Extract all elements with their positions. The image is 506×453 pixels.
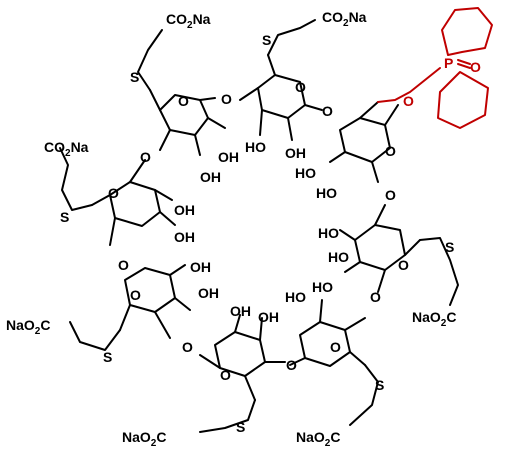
label-co2na-3: CO2Na (44, 139, 89, 159)
label-s-4: S (445, 239, 454, 255)
label-oh-16: HO (312, 279, 333, 295)
label-o-9: O (398, 257, 409, 273)
label-o-2: O (221, 91, 232, 107)
bonds-black (59, 19, 459, 433)
label-s-7: S (375, 377, 384, 393)
label-s-2: S (262, 32, 271, 48)
label-oh-4: OH (285, 145, 306, 161)
label-oh-3: HO (245, 139, 266, 155)
label-o-7: O (108, 185, 119, 201)
label-phosphoryl-o: O (470, 59, 481, 75)
phosphine-oxide-group (377, 7, 493, 129)
label-oh-1: OH (218, 149, 239, 165)
atom-labels: CO2Na CO2Na CO2Na NaO2C NaO2C NaO2C NaO2… (6, 9, 481, 449)
label-o-16: O (330, 339, 341, 355)
label-s-6: S (236, 419, 245, 435)
label-o-3: O (295, 79, 306, 95)
label-nao2c-2: NaO2C (412, 309, 456, 329)
label-nao2c-1: NaO2C (6, 317, 50, 337)
label-oh-7: OH (174, 202, 195, 218)
label-oh-11: OH (190, 259, 211, 275)
label-co2na-2: CO2Na (322, 9, 367, 29)
label-o-11: O (130, 287, 141, 303)
label-s-3: S (60, 209, 69, 225)
label-o-14: O (286, 357, 297, 373)
label-s-5: S (103, 349, 112, 365)
label-o-4: O (322, 103, 333, 119)
label-nao2c-4: NaO2C (296, 429, 340, 449)
label-oh-2: OH (200, 169, 221, 185)
label-o-12: O (370, 289, 381, 305)
label-o-1: O (178, 93, 189, 109)
label-nao2c-3: NaO2C (122, 429, 166, 449)
label-o-15: O (220, 367, 231, 383)
label-oh-14: OH (258, 309, 279, 325)
label-o-8: O (385, 187, 396, 203)
label-ether-o: O (403, 93, 414, 109)
label-oh-13: OH (230, 303, 251, 319)
label-oh-9: HO (318, 225, 339, 241)
label-oh-5: HO (295, 165, 316, 181)
label-phosphorus: P (444, 55, 453, 71)
label-co2na-1: CO2Na (166, 11, 211, 31)
label-s-1: S (130, 69, 139, 85)
label-o-5: O (385, 143, 396, 159)
label-oh-6: HO (316, 185, 337, 201)
label-o-13: O (182, 339, 193, 355)
label-oh-8: OH (174, 229, 195, 245)
label-oh-10: HO (328, 249, 349, 265)
label-o-6: O (140, 149, 151, 165)
label-o-10: O (118, 257, 129, 273)
label-oh-15: HO (285, 289, 306, 305)
label-oh-12: OH (198, 285, 219, 301)
